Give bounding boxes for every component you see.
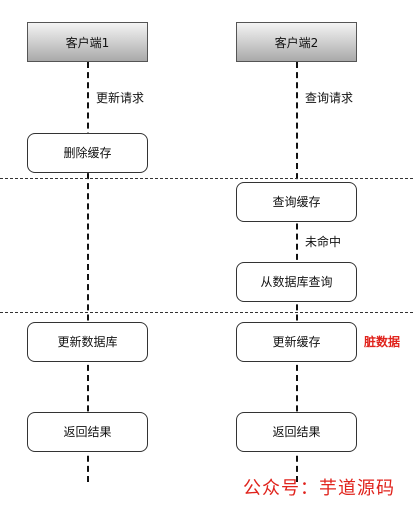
client1-update-db-box: 更新数据库 <box>27 322 148 362</box>
client2-query-cache-box: 查询缓存 <box>236 182 357 222</box>
client1-header-label: 客户端1 <box>65 35 110 50</box>
client2-request-label: 查询请求 <box>303 91 356 105</box>
client2-query-db-box: 从数据库查询 <box>236 262 357 302</box>
client2-update-cache-label: 更新缓存 <box>272 335 321 349</box>
client2-return-box: 返回结果 <box>236 412 357 452</box>
client2-return-label: 返回结果 <box>272 425 321 439</box>
client1-return-box: 返回结果 <box>27 412 148 452</box>
dirty-data-label: 脏数据 <box>362 335 403 349</box>
client2-header: 客户端2 <box>236 22 357 62</box>
client1-delete-cache-box: 删除缓存 <box>27 133 148 173</box>
client2-query-db-label: 从数据库查询 <box>260 275 333 289</box>
client2-miss-label: 未命中 <box>303 235 344 249</box>
phase-separator-2 <box>0 312 413 313</box>
client1-delete-cache-label: 删除缓存 <box>63 146 112 160</box>
client1-return-label: 返回结果 <box>63 425 112 439</box>
client1-header: 客户端1 <box>27 22 148 62</box>
client1-lifeline <box>87 62 89 482</box>
client2-header-label: 客户端2 <box>274 35 319 50</box>
watermark: 公众号：芋道源码 <box>243 478 395 499</box>
client2-query-cache-label: 查询缓存 <box>272 195 321 209</box>
client2-update-cache-box: 更新缓存 <box>236 322 357 362</box>
phase-separator-1 <box>0 178 413 179</box>
client1-update-db-label: 更新数据库 <box>57 335 118 349</box>
client1-request-label: 更新请求 <box>94 91 147 105</box>
